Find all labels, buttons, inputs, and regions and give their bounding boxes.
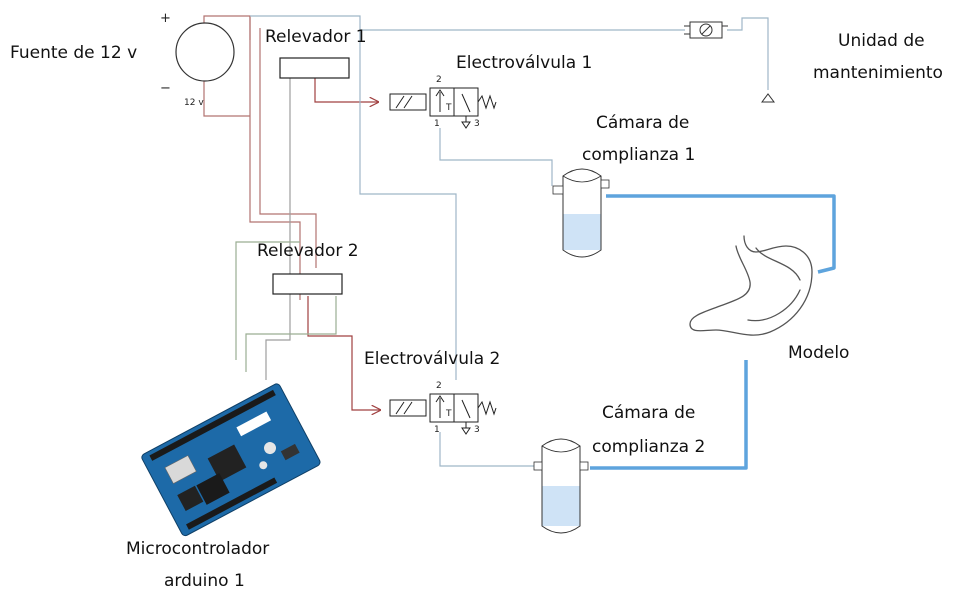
arduino-power-jack <box>196 473 230 505</box>
tube-chamber2-to-model <box>590 360 748 470</box>
chamber-2-label-1: Cámara de <box>602 403 695 423</box>
chamber-2-label-2: complianza 2 <box>592 437 705 457</box>
valve-1-port-1: 1 <box>434 119 440 129</box>
relay-2-box <box>272 273 343 295</box>
valve-1: 2 1 3 T Electroválvula 1 <box>389 53 592 129</box>
arduino-green-wire <box>235 241 300 360</box>
relay-2-label: Relevador 2 <box>257 241 359 261</box>
valve1-to-chamber1 <box>439 128 553 186</box>
relay-2: Relevador 2 <box>257 241 359 295</box>
controller-label-2: arduino 1 <box>164 571 245 591</box>
valve-2-spring <box>477 400 497 416</box>
valve-2-port-3: 3 <box>474 425 480 435</box>
valve-1-port-3: 3 <box>474 119 480 129</box>
valve-2-port-t: T <box>445 409 452 419</box>
chamber-2-body <box>541 438 581 534</box>
chamber-1-water <box>563 214 601 250</box>
valve-2-port-2: 2 <box>436 381 442 391</box>
relay2-to-valve2-wire <box>307 296 380 410</box>
chamber-2-water <box>542 486 580 526</box>
supply-line-down <box>359 30 457 380</box>
blue-tubes <box>590 194 836 470</box>
stomach-model <box>689 235 813 336</box>
valve-1-port-t: T <box>445 103 452 113</box>
valve-2-solenoid <box>389 399 427 417</box>
chamber-2: Cámara de complianza 2 <box>533 403 705 534</box>
supply-line-right <box>727 17 769 90</box>
relay-1: Relevador 1 <box>265 27 367 79</box>
power-value-label: 12 v <box>184 98 204 108</box>
valve-1-port-2: 2 <box>436 75 442 85</box>
power-source-symbol <box>175 22 235 82</box>
arduino-board <box>141 383 321 537</box>
valve-2-label: Electroválvula 2 <box>364 349 500 369</box>
valve-2-port-1: 1 <box>434 425 440 435</box>
power-wires <box>203 15 380 410</box>
chamber-1: Cámara de complianza 1 <box>552 113 695 258</box>
valve-1-label: Electroválvula 1 <box>456 53 592 73</box>
valve-2: 2 1 3 T Electroválvula 2 <box>364 349 500 435</box>
pneumatic-lines <box>359 17 769 467</box>
power-bus-2 <box>259 28 317 268</box>
valve2-to-chamber2 <box>439 432 536 467</box>
valve-1-spring <box>477 94 497 110</box>
maintenance-unit: Unidad de mantenimiento <box>684 21 943 103</box>
valve-1-solenoid <box>389 93 427 111</box>
chamber-1-label-2: complianza 1 <box>582 145 695 165</box>
controller-label-1: Microcontrolador <box>126 539 269 559</box>
model-label: Modelo <box>788 343 849 363</box>
arduino-green-wire-2 <box>245 296 337 372</box>
relay1-to-valve1-wire <box>314 78 378 102</box>
power-source: + − 12 v Fuente de 12 v <box>10 11 235 108</box>
power-source-label: Fuente de 12 v <box>10 43 137 63</box>
maintenance-unit-exhaust <box>761 93 775 103</box>
power-minus-wire <box>203 80 250 117</box>
power-bus <box>249 16 301 300</box>
power-plus-sign: + <box>160 11 171 26</box>
maintenance-unit-label-1: Unidad de <box>838 31 925 51</box>
maintenance-unit-body <box>689 21 723 39</box>
relay-1-label: Relevador 1 <box>265 27 367 47</box>
maintenance-unit-gauge <box>699 23 713 37</box>
power-minus-sign: − <box>160 81 171 96</box>
chamber-1-body <box>562 168 602 258</box>
tube-chamber1-to-model <box>606 194 836 274</box>
relay1-signal-wire <box>265 78 291 380</box>
top-wire <box>250 15 361 30</box>
stomach-outline <box>689 235 813 336</box>
relay-1-box <box>279 57 350 79</box>
chamber-1-label-1: Cámara de <box>596 113 689 133</box>
maintenance-unit-label-2: mantenimiento <box>813 63 943 83</box>
